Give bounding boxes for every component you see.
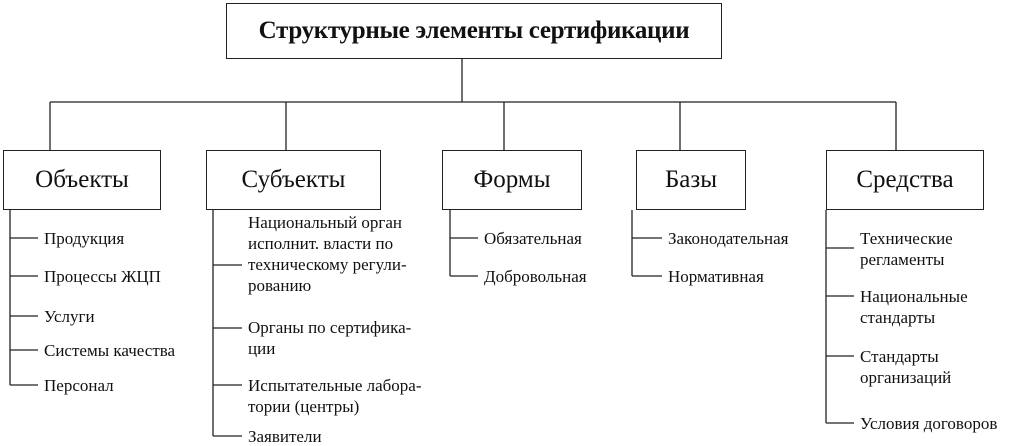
category-label: Субъекты [241,166,346,193]
list-item: Добровольная [484,267,587,286]
list-item: Законодательная [668,229,789,248]
category-label: Объекты [35,166,129,193]
root-title-box: Структурные элементы сертификации [226,3,722,59]
list-item: Продукция [44,229,125,248]
list-item: Системы качества [44,341,176,360]
category-subjects-box: Субъекты [206,150,381,210]
list-item: Органы по сертифика-ции [248,318,412,358]
list-item: Заявители [248,427,322,446]
category-label: Базы [664,166,718,193]
list-item: Процессы ЖЦП [44,267,161,286]
category-bases-box: Базы [636,150,746,210]
list-item: Нормативная [668,267,764,286]
category-forms-box: Формы [442,150,582,210]
root-title: Структурные элементы сертификации [258,17,690,44]
list-item: Услуги [44,307,95,326]
list-item: Персонал [44,376,114,395]
list-item: Испытательные лабора-тории (центры) [248,376,422,416]
category-label: Формы [473,166,551,193]
category-objects-box: Объекты [3,150,161,210]
category-label: Средства [856,166,954,193]
list-item: Условия договоров [860,414,998,433]
list-item: Обязательная [484,229,582,248]
category-means-box: Средства [826,150,984,210]
